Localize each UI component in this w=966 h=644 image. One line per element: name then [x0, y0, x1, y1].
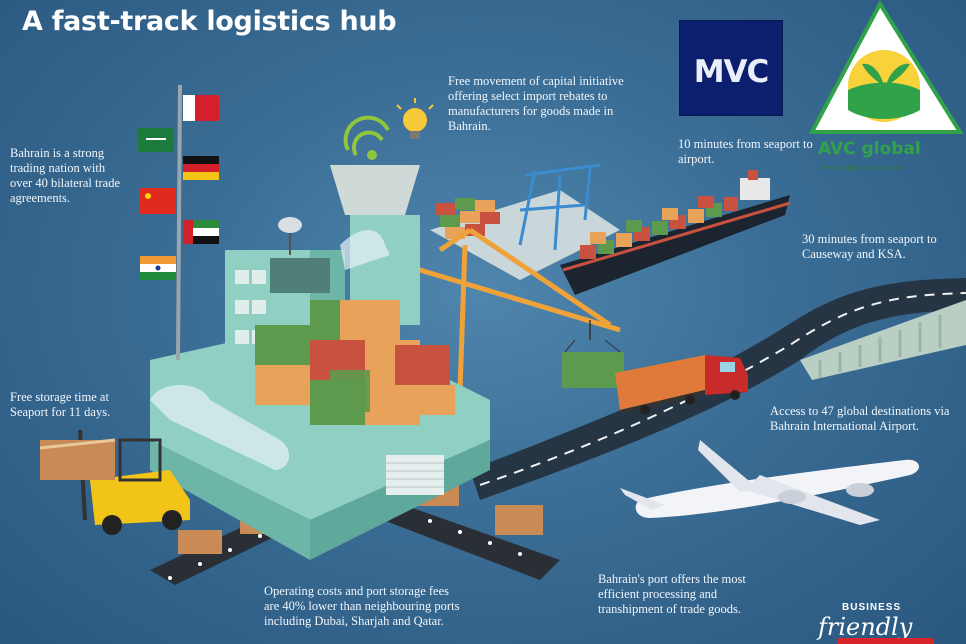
mvc-logo-text: MVC	[693, 54, 770, 90]
mvc-logo: MVC	[679, 20, 783, 116]
pier	[430, 190, 620, 280]
business-friendly-logo-top: BUSINESS	[842, 602, 902, 613]
note-free-capital: Free movement of capital initiative offe…	[448, 74, 624, 133]
hanging-container	[562, 339, 624, 388]
cargo-ship	[560, 170, 791, 295]
stacked-containers	[255, 300, 455, 425]
germany-flag-icon	[183, 156, 219, 180]
avc-logo	[808, 0, 964, 134]
lightbulb-icon	[396, 98, 434, 139]
note-causeway: 30 minutes from seaport to Causeway and …	[802, 232, 937, 261]
note-seaport-airport: 10 minutes from seaport to airport.	[678, 137, 813, 166]
business-friendly-logo-script: friendly	[818, 613, 913, 641]
forklift	[39, 429, 190, 535]
china-flag-icon	[140, 188, 176, 214]
causeway-bridge	[800, 300, 966, 380]
avc-logo-text: AVC global	[818, 139, 921, 159]
satellite-dish-icon	[278, 217, 302, 255]
note-trading-nation: Bahrain is a strong trading nation with …	[10, 146, 121, 205]
truck	[615, 355, 748, 415]
uae-flag-icon	[183, 220, 219, 244]
india-flag-icon	[140, 256, 176, 280]
page-title: A fast-track logistics hub	[22, 6, 397, 37]
highway-lane-marking	[479, 292, 966, 486]
avc-logo-tagline: The Agricultural Value Chain	[820, 165, 909, 172]
wifi-icon	[343, 115, 390, 160]
note-port-efficiency: Bahrain's port offers the most efficient…	[598, 572, 746, 616]
bahrain-flag-icon	[183, 95, 219, 121]
note-operating-costs: Operating costs and port storage fees ar…	[264, 584, 460, 628]
airplane	[620, 440, 920, 525]
gantry-crane	[518, 163, 601, 251]
flag-pole	[176, 84, 182, 361]
business-friendly-logo-bar	[838, 638, 934, 644]
note-global-destinations: Access to 47 global destinations via Bah…	[770, 404, 950, 433]
note-free-storage: Free storage time at Seaport for 11 days…	[10, 390, 111, 419]
saudi-flag-icon	[138, 128, 174, 152]
